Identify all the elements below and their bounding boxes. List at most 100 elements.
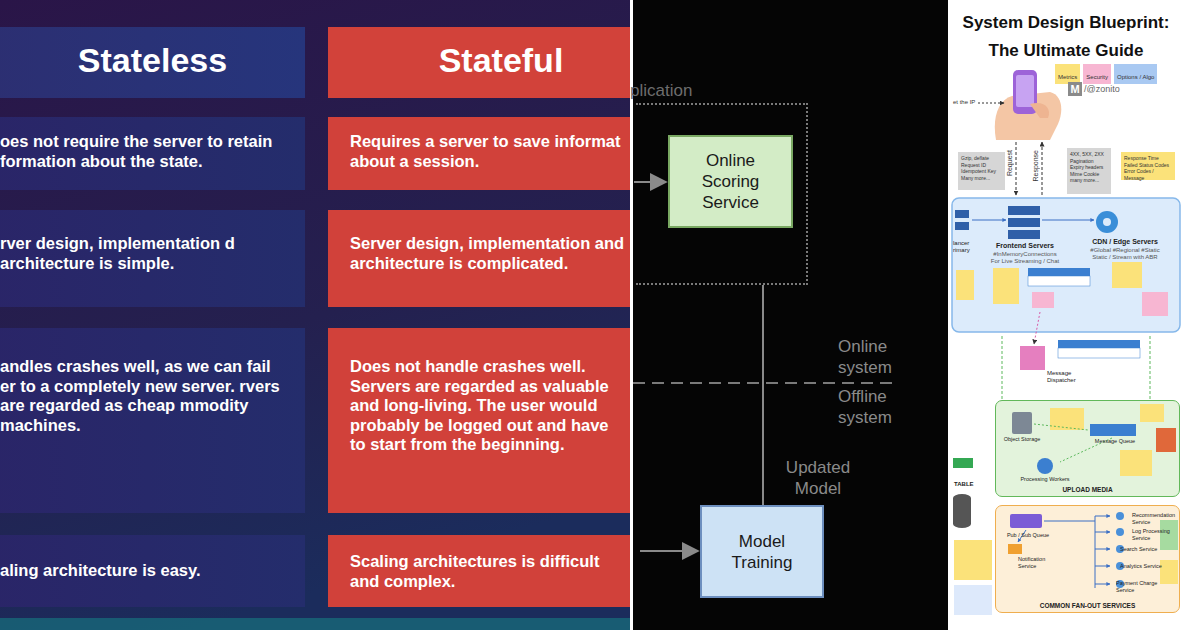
sticky-note	[1050, 408, 1084, 430]
fanout-line	[1095, 516, 1096, 588]
flow-arrow	[972, 220, 1006, 221]
server-icon	[1008, 206, 1040, 215]
column-header: Stateless	[0, 27, 305, 98]
cell-text: rver design, implementation d architectu…	[0, 210, 290, 273]
box-text: Model Training	[722, 531, 802, 573]
storage-icon	[1012, 412, 1032, 434]
table-cell: oes not require the server to retain for…	[0, 117, 305, 190]
note-text: 4XX, 5XX, 2XX Pagination Expiry headers …	[1070, 151, 1108, 184]
queue-icon	[1090, 424, 1136, 436]
sticky-note	[1160, 560, 1178, 584]
arrow-label: Request	[1006, 150, 1015, 176]
component-note: #InMemoryConnections For Live Streaming …	[988, 251, 1062, 265]
note-text: Gzip, deflate Request ID Idempotent Key …	[961, 155, 1002, 181]
server-icon	[955, 210, 969, 218]
service-icon	[1116, 580, 1124, 588]
sticky-note: Response Time Failed Status Codes Error …	[1121, 152, 1175, 180]
legend-text: Metrics	[1058, 74, 1077, 80]
header-text: Stateless	[0, 27, 305, 80]
service-label: Payment Charge Service	[1116, 580, 1162, 593]
group-title: COMMON FAN-OUT SERVICES	[996, 602, 1179, 609]
group-box: UPLOAD MEDIA	[995, 400, 1180, 497]
component-label: Object Storage	[1003, 436, 1041, 442]
component-label: Message Queue	[1090, 438, 1140, 444]
page-title: System Design Blueprint: The Ultimate Gu…	[955, 9, 1177, 65]
table-header	[1028, 268, 1090, 276]
dispatch-line	[1034, 312, 1040, 344]
table-cell: Does not handle crashes well. Servers ar…	[328, 328, 630, 513]
sticky-note	[993, 268, 1019, 304]
legend: MetricsSecurityOptions / Algo	[1055, 64, 1157, 84]
service-icon	[1116, 545, 1124, 553]
component-label: Notification Service	[1018, 556, 1054, 569]
component-note: #Global #Regional #Static Static / Strea…	[1082, 247, 1168, 261]
table-header	[1058, 340, 1140, 348]
component-label: Frontend Servers	[988, 242, 1062, 249]
cell-text: andles crashes well, as we can fail er t…	[0, 328, 290, 435]
bottom-band	[0, 618, 630, 630]
flow-arrow	[1042, 220, 1094, 221]
sticky-note	[1142, 292, 1168, 316]
phone-screen	[1016, 75, 1034, 107]
table-cell: Server design, implementation and archit…	[328, 210, 630, 307]
component-label: Processing Workers	[1018, 476, 1072, 482]
sticky-note	[954, 585, 992, 615]
application-boundary: plicationOnline Scoring Service	[636, 103, 808, 285]
group-title: UPLOAD MEDIA	[996, 486, 1179, 493]
sticky-note	[956, 270, 974, 300]
sticky-note	[954, 540, 992, 580]
cell-text: Requires a server to save informat about…	[328, 117, 628, 171]
service-label: Analytics Service	[1120, 563, 1176, 569]
service-icon	[1116, 512, 1124, 520]
note-text: Response Time Failed Status Codes Error …	[1124, 155, 1172, 181]
dashed-divider	[633, 382, 892, 384]
component-label: TABLE	[954, 481, 984, 487]
dashed-connector	[1034, 424, 1112, 462]
worker-icon	[1037, 458, 1053, 474]
dispatcher-icon	[1020, 346, 1045, 370]
service-icon	[1116, 528, 1124, 536]
legend-swatch: Options / Algo	[1114, 64, 1157, 84]
leader-arrow	[978, 103, 1004, 104]
header-text: Stateful	[328, 27, 630, 80]
cdn-icon	[1096, 211, 1118, 233]
cell-text: Does not handle crashes well. Servers ar…	[328, 328, 625, 455]
input-arrow	[634, 181, 666, 183]
zone-label: Online system	[838, 336, 898, 378]
cell-text: aling architecture is easy.	[0, 535, 290, 581]
server-icon	[1008, 230, 1040, 239]
table-cell: Requires a server to save informat about…	[328, 117, 630, 190]
table-row	[1028, 276, 1090, 286]
table-icon	[953, 458, 973, 468]
table-row	[1058, 348, 1140, 358]
fanout-arrow	[1095, 516, 1110, 517]
pubsub-icon	[1010, 514, 1042, 528]
server-icon	[1008, 218, 1040, 227]
database-icon	[953, 520, 971, 528]
fanout-arrow	[1095, 532, 1110, 533]
boundary-label: plication	[630, 81, 692, 101]
panel-background	[952, 0, 1200, 630]
service-label: Log Processing Service	[1132, 528, 1178, 541]
cell-text: oes not require the server to retain for…	[0, 117, 290, 171]
fanout-arrow	[1095, 549, 1110, 550]
legend-swatch: Metrics	[1055, 64, 1080, 84]
table-cell: aling architecture is easy.	[0, 535, 305, 607]
response-arrow	[1042, 142, 1043, 195]
column-header: Stateful	[328, 27, 630, 98]
service-label: Recommendation Service	[1132, 512, 1178, 525]
sticky-note	[1140, 404, 1164, 422]
table-cell: andles crashes well, as we can fail er t…	[0, 328, 305, 513]
fanout-arrow	[1018, 530, 1026, 542]
table-cell: Scaling architectures is difficult and c…	[328, 535, 630, 607]
process-box: Online Scoring Service	[668, 135, 793, 228]
connector	[762, 285, 764, 505]
component-label: lancer rimary	[953, 240, 975, 254]
edge-label: Updated Model	[780, 457, 856, 499]
arrow-label: Response	[1032, 150, 1041, 182]
zone-label: Offline system	[838, 386, 898, 428]
author-handle: /@zonito	[1084, 84, 1134, 94]
fanout-arrow	[1095, 584, 1110, 585]
service-icon	[1116, 562, 1124, 570]
